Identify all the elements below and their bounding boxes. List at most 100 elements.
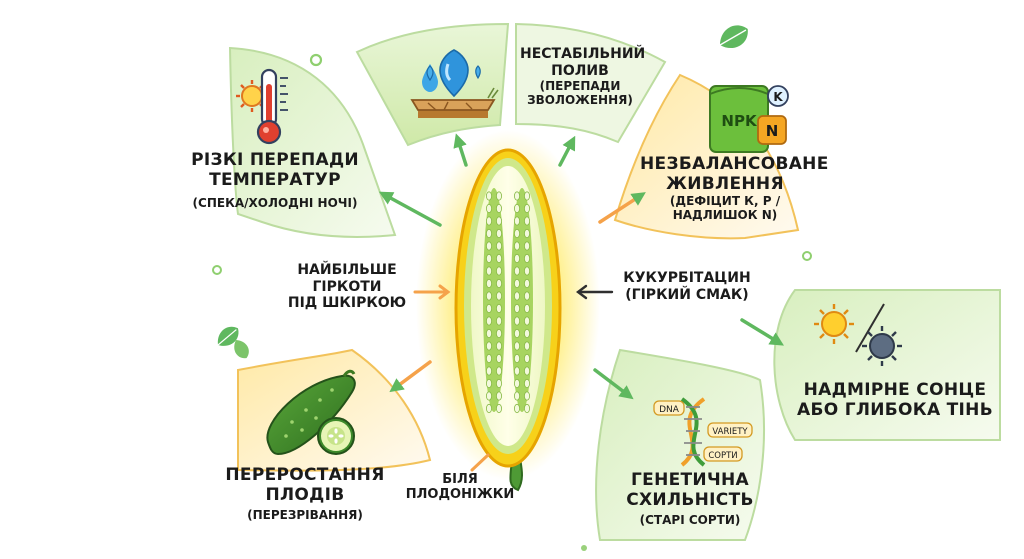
cucumber-seed	[524, 328, 531, 339]
cucumber-seed	[514, 391, 521, 401]
genetics-title-line1: ГЕНЕТИЧНА	[631, 470, 749, 490]
watering-title-line1: НЕСТАБІЛЬНИЙ	[520, 46, 646, 62]
cucumber-seed	[524, 291, 531, 301]
fertilizer-bag-icon: NPK K N	[709, 85, 789, 153]
cucumber-seed	[514, 316, 521, 326]
leaf-icon-left-small	[234, 340, 249, 359]
cucumber-seed	[524, 216, 531, 226]
panel-genetics	[595, 348, 765, 541]
cucumber-seed	[524, 278, 531, 289]
label-stem: БІЛЯ ПЛОДОНІЖКИ	[395, 472, 525, 503]
arrow-to-temperature	[378, 191, 442, 227]
cucumber-seed	[524, 391, 531, 401]
cucumber-seed	[514, 291, 521, 301]
skin-line1: НАЙБІЛЬШЕ	[297, 262, 397, 278]
cucumber-seed	[524, 303, 531, 314]
cucumber-seed	[514, 203, 521, 214]
genetics-subtitle: (СТАРІ СОРТИ)	[639, 513, 741, 528]
arrow-to-overripe	[389, 360, 432, 393]
badge-k: K	[773, 90, 783, 104]
cucumber-seed	[495, 291, 502, 301]
panel-watering-text	[515, 22, 667, 144]
cucumber-seed	[495, 191, 502, 201]
stem-line2: ПЛОДОНІЖКИ	[405, 487, 515, 503]
cucumber-seed	[524, 191, 531, 201]
cucumber-seed	[485, 203, 492, 214]
cucumber-seed	[495, 353, 502, 364]
tag-variety: VARIETY	[712, 427, 748, 437]
genetics-title-line2: СХИЛЬНІСТЬ	[626, 490, 754, 511]
cucumber-seed	[485, 403, 492, 414]
cucumber-seed	[524, 316, 531, 326]
cucumber-seed	[524, 203, 531, 214]
arrow-stem	[470, 453, 490, 472]
nutrition-title-line2: ЖИВЛЕННЯ	[666, 174, 784, 195]
cucumber-seed	[514, 216, 521, 226]
label-nutrition: НЕЗБАЛАНСОВАНЕ ЖИВЛЕННЯ (ДЕФІЦИТ К, Р / …	[640, 154, 829, 223]
cucumber-seed	[485, 316, 492, 326]
cucumber-seed	[485, 303, 492, 314]
cucumber-cross-section	[416, 130, 600, 492]
cucumber-seeds	[485, 191, 531, 414]
cucumber-seed	[524, 353, 531, 364]
overripe-title-line2: ПЛОДІВ	[265, 485, 345, 506]
skin-line3: ПІД ШКІРКОЮ	[287, 295, 407, 312]
cucumber-seed	[495, 403, 502, 414]
deco-dot	[212, 265, 222, 275]
cucumber-seed	[485, 266, 492, 276]
cucumber-seed	[485, 291, 492, 301]
arrow-to-genetics	[593, 368, 634, 400]
cucumber-seed	[485, 353, 492, 364]
cucumber-seed	[524, 378, 531, 389]
cucumber-seed	[524, 341, 531, 351]
cucumber-seed	[514, 278, 521, 289]
cucumber-seed	[485, 191, 492, 201]
cucumber-seed	[514, 341, 521, 351]
watering-title-line2: ПОЛИВ	[551, 62, 609, 79]
cucumber-seed	[514, 366, 521, 376]
cucumber-seed	[485, 328, 492, 339]
cucumber-seed	[495, 278, 502, 289]
deco-dot	[581, 545, 587, 551]
cucumber-seed	[514, 378, 521, 389]
cucumber-seed	[495, 316, 502, 326]
cucumber-seed	[485, 366, 492, 376]
cucumber-seed	[524, 253, 531, 264]
arrow-to-nutrition	[598, 192, 646, 224]
cucumber-seed	[514, 253, 521, 264]
cucumber-seed	[485, 278, 492, 289]
label-overripe: ПЕРЕРОСТАННЯ ПЛОДІВ (ПЕРЕЗРІВАННЯ)	[215, 465, 395, 522]
nutrition-subtitle-line2: НАДЛИШОК N)	[672, 208, 778, 223]
overripe-subtitle: (ПЕРЕЗРІВАННЯ)	[247, 508, 363, 523]
leaf-icon-left	[217, 326, 239, 346]
sun-shade-icon	[814, 303, 902, 366]
cucumber-seed	[524, 366, 531, 376]
cucumber-seed	[524, 403, 531, 414]
cucumber-seed	[495, 266, 502, 276]
watering-subtitle-line1: (ПЕРЕПАДИ	[539, 79, 621, 94]
compound-line2: (ГІРКИЙ СМАК)	[625, 286, 749, 303]
label-watering: НЕСТАБІЛЬНИЙ ПОЛИВ (ПЕРЕПАДИ ЗВОЛОЖЕННЯ)	[520, 46, 646, 108]
nutrition-title-line1: НЕЗБАЛАНСОВАНЕ	[640, 154, 829, 174]
label-temperature: РІЗКІ ПЕРЕПАДИ ТЕМПЕРАТУР (СПЕКА/ХОЛОДНІ…	[180, 150, 370, 210]
label-skin: НАЙБІЛЬШЕ ГІРКОТИ ПІД ШКІРКОЮ	[276, 262, 418, 312]
label-compound: КУКУРБІТАЦИН (ГІРКИЙ СМАК)	[612, 270, 762, 303]
thermometer-sun-icon	[236, 68, 288, 145]
cucumber-seed	[514, 228, 521, 239]
arrow-to-sun	[740, 318, 784, 346]
cucumber-seed	[514, 241, 521, 251]
deco-dot	[309, 53, 323, 67]
cucumber-seed	[495, 328, 502, 339]
dna-icon: DNA VARIETY СОРТИ	[653, 397, 753, 467]
watering-subtitle-line2: ЗВОЛОЖЕННЯ)	[527, 93, 633, 108]
sun-title-line1: НАДМІРНЕ СОНЦЕ	[803, 380, 987, 400]
cucumber-seed	[485, 391, 492, 401]
label-genetics: ГЕНЕТИЧНА СХИЛЬНІСТЬ (СТАРІ СОРТИ)	[610, 470, 770, 527]
cucumber-seed	[514, 353, 521, 364]
temperature-title-line1: РІЗКІ ПЕРЕПАДИ	[191, 150, 359, 170]
nutrition-subtitle-line1: (ДЕФІЦИТ К, Р /	[669, 194, 781, 209]
cucumber-seed	[495, 303, 502, 314]
bag-text: NPK	[721, 112, 758, 130]
arrow-to-watering	[453, 133, 468, 167]
cucumber-seed	[495, 378, 502, 389]
